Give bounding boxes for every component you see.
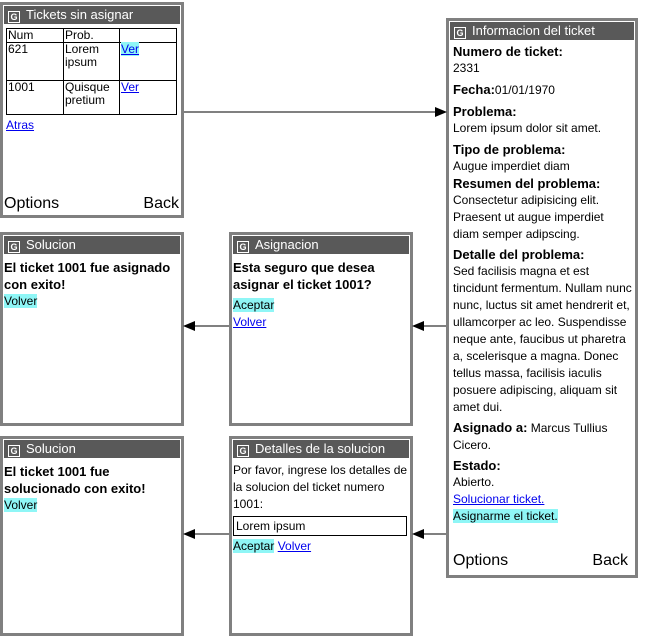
app-icon: G (8, 445, 20, 457)
tipo-value: Augue imperdiet diam (453, 159, 570, 173)
volver-link[interactable]: Volver (233, 315, 267, 329)
screen-solucion-solucionado: G Solucion El ticket 1001 fue solucionado… (0, 436, 184, 636)
numero-value: 2331 (453, 61, 480, 75)
success-message: El ticket 1001 fue solucionado con exito… (4, 464, 146, 496)
screen-title: Solucion (26, 441, 76, 456)
screen-solucion-asignado: G Solucion El ticket 1001 fue asignado co… (0, 232, 184, 426)
detalle-label: Detalle del problema: (453, 247, 585, 262)
title-bar: G Asignacion (233, 236, 409, 254)
title-bar: G Detalles de la solucion (233, 440, 409, 458)
aceptar-button[interactable]: Aceptar (233, 539, 275, 553)
title-bar: G Solucion (4, 236, 180, 254)
screen-title: Detalles de la solucion (255, 441, 386, 456)
volver-button[interactable]: Volver (4, 294, 38, 308)
fecha-label: Fecha: (453, 82, 495, 97)
table-row: 1001 Quisque pretium Ver (6, 80, 177, 115)
aceptar-button[interactable]: Aceptar (233, 298, 275, 312)
screen-body: El ticket 1001 fue asignado con exito! V… (4, 259, 180, 310)
ticket-num: 1001 (6, 80, 64, 115)
fecha-value: 01/01/1970 (494, 83, 555, 97)
screen-body: Numero de ticket: 2331 Fecha:01/01/1970 … (453, 43, 633, 525)
screen-asignacion: G Asignacion Esta seguro que desea asigna… (229, 232, 413, 426)
title-bar: G Informacion del ticket (450, 22, 634, 40)
screen-body: Num Prob. 621 Lorem ipsum Ver 1001 Quisq… (6, 26, 180, 133)
softkeys: Options Back (4, 194, 180, 214)
ticket-num: 621 (6, 42, 64, 81)
success-message: El ticket 1001 fue asignado con exito! (4, 260, 171, 292)
screen-title: Solucion (26, 237, 76, 252)
asignado-row: Asignado a: Marcus Tullius Cicero. (453, 419, 633, 454)
ticket-prob: Lorem ipsum (63, 42, 120, 81)
app-icon: G (237, 445, 249, 457)
ver-link[interactable]: Ver (121, 42, 140, 56)
app-icon: G (237, 241, 249, 253)
confirm-question: Esta seguro que desea asignar el ticket … (233, 260, 375, 292)
back-softkey[interactable]: Back (592, 552, 628, 569)
fecha-row: Fecha:01/01/1970 (453, 81, 633, 99)
softkeys: Options Back (453, 551, 634, 571)
screen-title: Asignacion (255, 237, 319, 252)
app-icon: G (8, 11, 20, 23)
estado-value: Abierto. (453, 475, 495, 489)
screen-tickets-sin-asignar: G Tickets sin asignar Num Prob. 621 Lorem… (0, 2, 184, 218)
screen-informacion-del-ticket: G Informacion del ticket Numero de ticket… (446, 18, 638, 578)
atras-link[interactable]: Atras (6, 118, 35, 132)
options-softkey[interactable]: Options (4, 195, 60, 212)
back-softkey[interactable]: Back (143, 195, 179, 212)
resumen-value: Consectetur adipisicing elit. Praesent u… (453, 193, 604, 241)
volver-button[interactable]: Volver (4, 498, 38, 512)
ticket-action-cell: Ver (119, 80, 177, 115)
resumen-label: Resumen del problema: (453, 176, 601, 191)
title-bar: G Solucion (4, 440, 180, 458)
options-softkey[interactable]: Options (453, 552, 509, 569)
ver-link[interactable]: Ver (121, 80, 140, 94)
details-prompt: Por favor, ingrese los detalles de la so… (233, 463, 408, 511)
problema-value: Lorem ipsum dolor sit amet. (453, 121, 602, 135)
screen-body: Por favor, ingrese los detalles de la so… (233, 462, 409, 555)
screen-body: El ticket 1001 fue solucionado con exito… (4, 463, 180, 514)
tickets-table: Num Prob. 621 Lorem ipsum Ver 1001 Quisq… (6, 28, 177, 115)
title-bar: G Tickets sin asignar (4, 6, 180, 24)
detalle-value: Sed facilisis magna et est tincidunt fer… (453, 264, 632, 414)
details-input[interactable]: Lorem ipsum (233, 516, 407, 536)
screen-detalles-de-la-solucion: G Detalles de la solucion Por favor, ingr… (229, 436, 413, 636)
screen-title: Informacion del ticket (472, 23, 595, 38)
volver-link[interactable]: Volver (277, 539, 312, 553)
app-icon: G (454, 27, 466, 39)
estado-label: Estado: (453, 458, 501, 473)
screen-title: Tickets sin asignar (26, 7, 134, 22)
ticket-action-cell: Ver (119, 42, 177, 81)
asignado-value: Marcus Tullius Cicero. (453, 421, 608, 452)
asignarme-ticket-link[interactable]: Asignarme el ticket. (453, 509, 558, 523)
table-row: 621 Lorem ipsum Ver (6, 42, 177, 81)
problema-label: Problema: (453, 104, 517, 119)
ticket-prob: Quisque pretium (63, 80, 120, 115)
asignado-label: Asignado a: (453, 420, 528, 435)
app-icon: G (8, 241, 20, 253)
screen-body: Esta seguro que desea asignar el ticket … (233, 259, 409, 331)
numero-label: Numero de ticket: (453, 44, 563, 59)
tipo-label: Tipo de problema: (453, 142, 566, 157)
solucionar-ticket-link[interactable]: Solucionar ticket. (453, 492, 545, 506)
